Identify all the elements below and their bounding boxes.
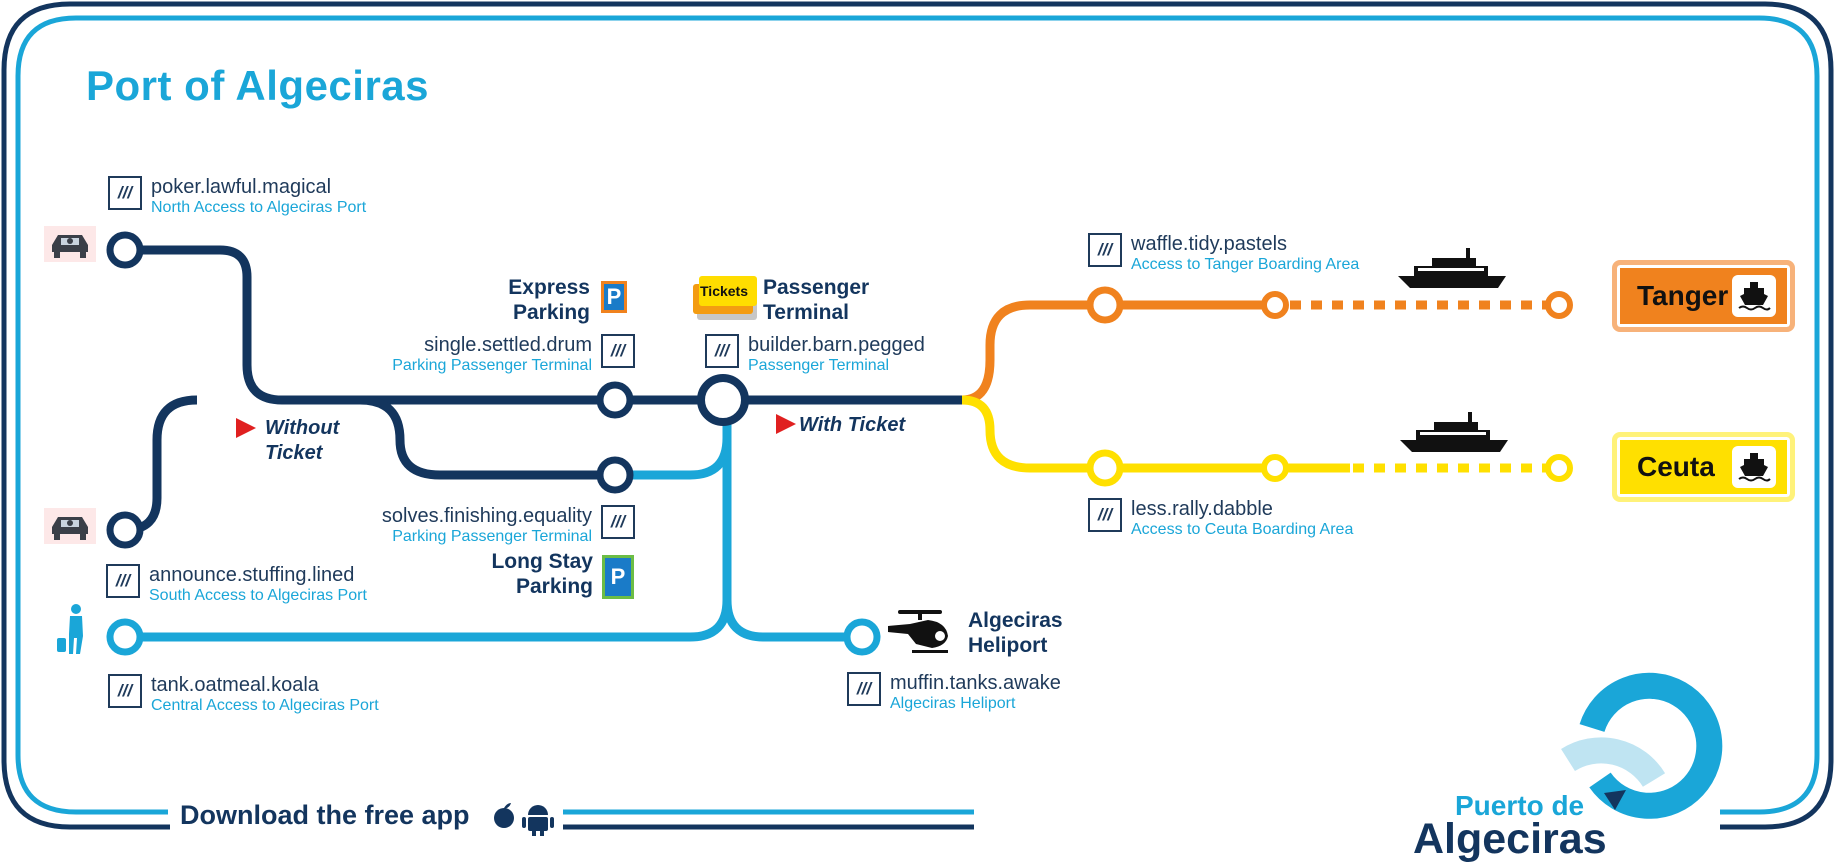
w3-words: announce.stuffing.lined (149, 564, 355, 586)
station-tanger-ship (1545, 291, 1573, 319)
w3-icon: /// (705, 334, 739, 368)
long-stay-parking-label: Long Stay Parking (491, 550, 593, 598)
parking-icon: P (602, 555, 634, 599)
flag-icon (236, 418, 256, 438)
station-heliport (843, 618, 881, 656)
express-parking-label: Express Parking (508, 276, 590, 324)
logo-text-line2: Algeciras (1413, 815, 1607, 863)
w3-words: solves.finishing.equality (381, 505, 592, 527)
parking-icon: P (601, 281, 627, 313)
w3-words: poker.lawful.magical (151, 176, 332, 198)
w3-desc: South Access to Algeciras Port (149, 587, 367, 604)
w3-desc: Parking Passenger Terminal (392, 357, 592, 374)
ferry-icon (1400, 412, 1508, 452)
logo-mark (1561, 672, 1723, 819)
route-tanger (961, 300, 1275, 405)
w3-icon: /// (601, 334, 635, 368)
route-ceuta (961, 395, 1350, 473)
apple-icon (494, 803, 514, 828)
destination-name: Ceuta (1637, 451, 1715, 482)
destination-ceuta[interactable]: Ceuta (1612, 432, 1795, 502)
station-long-stay (596, 456, 634, 494)
w3-icon: /// (601, 505, 635, 539)
w3-desc: Access to Ceuta Boarding Area (1131, 521, 1354, 538)
destination-tanger[interactable]: Tanger (1612, 260, 1795, 332)
station-ceuta-access (1086, 449, 1124, 487)
download-app-label[interactable]: Download the free app (180, 800, 470, 830)
traveler-icon (57, 604, 83, 654)
with-ticket-label: With Ticket (799, 414, 906, 436)
w3-desc: Algeciras Heliport (890, 695, 1016, 712)
w3-words: less.rally.dabble (1131, 498, 1273, 520)
station-express-parking (596, 381, 634, 419)
frame-inner (15, 15, 1820, 815)
route-longstay (359, 395, 615, 480)
without-ticket-label: Without Ticket (265, 417, 340, 464)
w3-words: muffin.tanks.awake (890, 672, 1061, 694)
station-tanger-access (1086, 286, 1124, 324)
w3-icon: /// (108, 176, 142, 210)
w3-icon: /// (106, 564, 140, 598)
ferry-icon (1398, 248, 1506, 288)
station-north (106, 231, 144, 269)
w3-desc: North Access to Algeciras Port (151, 199, 367, 216)
logo-text-line1: Puerto de (1455, 790, 1585, 821)
route-north (125, 245, 965, 405)
station-south (106, 511, 144, 549)
w3-desc: Central Access to Algeciras Port (151, 697, 379, 714)
tickets-icon (693, 276, 757, 320)
route-light-parking (615, 437, 732, 480)
station-ceuta-ship (1545, 454, 1573, 482)
w3-icon: /// (1088, 498, 1122, 532)
w3-words: waffle.tidy.pastels (1131, 233, 1288, 255)
w3-icon: /// (108, 674, 142, 708)
route-light-heliport (722, 599, 862, 642)
w3-desc: Passenger Terminal (748, 357, 890, 374)
route-south (124, 395, 198, 535)
w3-icon: /// (847, 672, 881, 706)
car-icon (44, 508, 96, 544)
destination-name: Tanger (1637, 280, 1729, 311)
passenger-terminal-label: Passenger Terminal (763, 276, 870, 324)
frame-outer (1, 1, 1834, 830)
page-title: Port of Algeciras (86, 62, 430, 109)
helicopter-icon (888, 610, 948, 653)
ship-icon (1732, 275, 1776, 317)
car-icon (44, 226, 96, 262)
w3-desc: Parking Passenger Terminal (392, 528, 592, 545)
station-passenger-terminal (697, 374, 749, 426)
w3-words: single.settled.drum (424, 334, 592, 356)
android-icon (522, 805, 554, 836)
w3-words: tank.oatmeal.koala (151, 674, 319, 696)
w3-desc: Access to Tanger Boarding Area (1131, 256, 1360, 273)
heliport-label: Algeciras Heliport (968, 609, 1063, 657)
station-ceuta-gate (1261, 454, 1289, 482)
w3-icon: /// (1088, 233, 1122, 267)
flag-icon (776, 414, 796, 434)
tickets-label: Tickets (700, 283, 748, 299)
ship-icon (1732, 446, 1776, 488)
station-central (106, 618, 144, 656)
w3-words: builder.barn.pegged (748, 334, 925, 356)
station-tanger-gate (1261, 291, 1289, 319)
